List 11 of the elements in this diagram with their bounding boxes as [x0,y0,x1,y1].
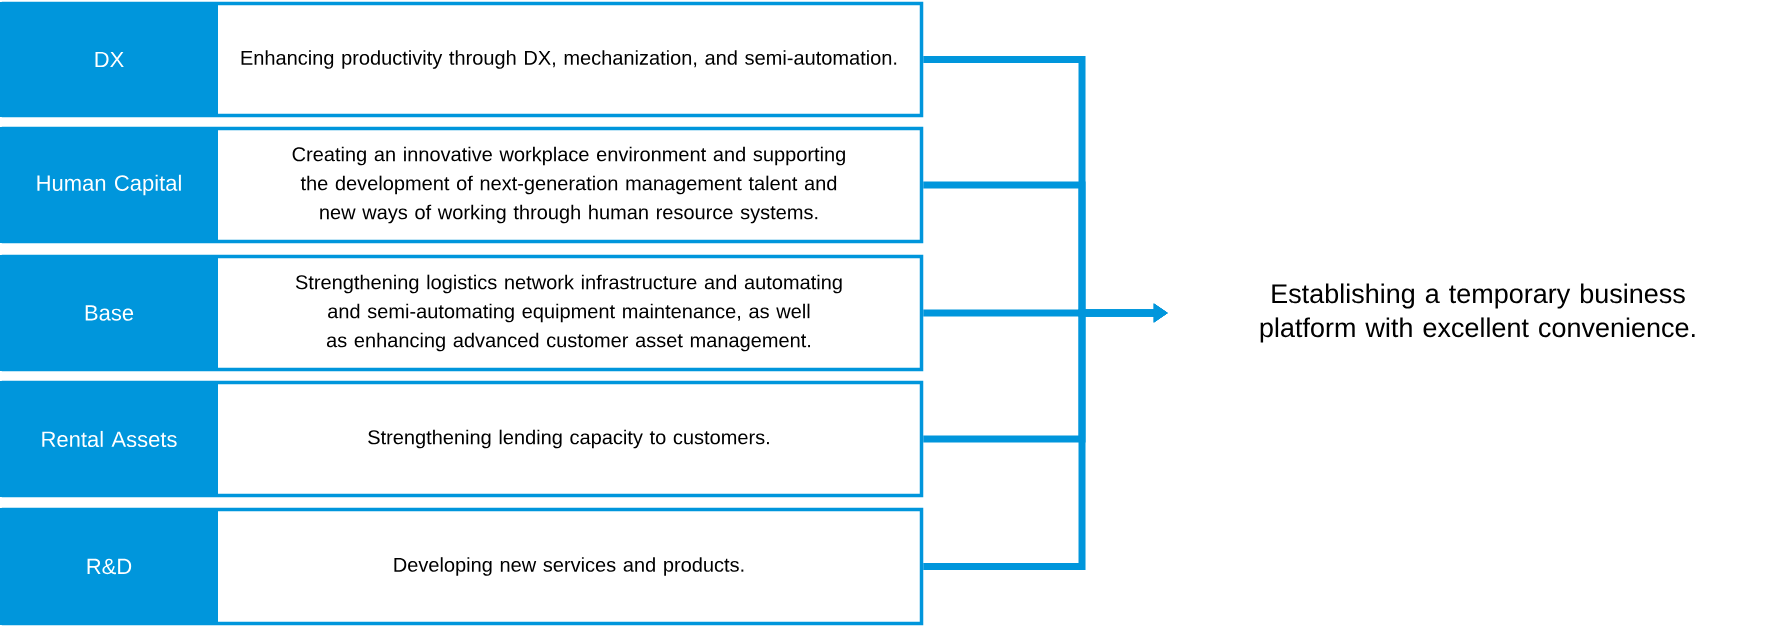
category-label: R&D [87,558,132,575]
category-label: DX [95,51,124,68]
description-text: Strengthening lending capacity to customers. [368,429,769,449]
description-text: Enhancing productivity through DX, mechanization, and semi-automation. [241,50,897,69]
outcome-text: Establishing a temporary business platform with excellent convenience. [1260,283,1695,343]
category-label: Human Capital [37,174,181,196]
description-text: Developing new services and products. [394,557,744,576]
category-label: Base [85,305,134,321]
category-label: Rental Assets [42,430,177,448]
description-text: Strengthening logistics network infrastructure and automating and semi-automating equipment maintenance, as well as enhancing advanced customer asset management. [295,274,842,352]
description-text: Creating an innovative workplace environment and supporting the development of next-generation management talent and new ways of working through human resource systems. [292,146,845,224]
